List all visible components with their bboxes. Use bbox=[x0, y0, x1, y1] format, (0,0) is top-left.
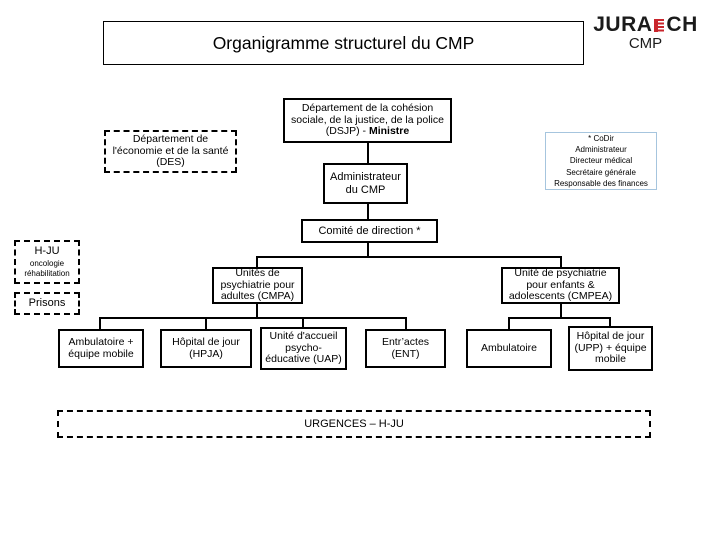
codir-legend-box: * CoDir Administrateur Directeur médical… bbox=[545, 132, 657, 190]
connector-drop-child4 bbox=[405, 317, 407, 329]
org-node-entractes: Entr’actes (ENT) bbox=[365, 329, 446, 368]
connector-cmpa-children bbox=[256, 304, 258, 317]
org-node-ambulatoire-equipe-mobile: Ambulatoire + équipe mobile bbox=[58, 329, 144, 368]
legend-line: Administrateur bbox=[575, 145, 627, 155]
legend-line: Directeur médical bbox=[569, 156, 633, 166]
connector-cmpea-horizontal bbox=[508, 317, 611, 319]
logo-text-right: CH bbox=[666, 13, 698, 36]
logo-subtitle: CMP bbox=[628, 35, 663, 52]
page-title-box: Organigramme structurel du CMP bbox=[103, 21, 584, 65]
org-node-comite-direction: Comité de direction * bbox=[301, 219, 438, 243]
page-title: Organigramme structurel du CMP bbox=[212, 32, 475, 53]
node-label: Unité d'accueil psycho-éducative (UAP) bbox=[265, 329, 342, 366]
org-node-hopital-jour-upp: Hôpital de jour (UPP) + équipe mobile bbox=[568, 326, 653, 371]
node-label: Hôpital de jour (HPJA) bbox=[172, 335, 240, 360]
node-label: Entr’actes (ENT) bbox=[381, 335, 430, 360]
external-node-des: Département de l'économie et de la santé… bbox=[104, 130, 237, 173]
legend-line: Secrétaire générale bbox=[566, 167, 636, 177]
org-node-ambulatoire: Ambulatoire bbox=[466, 329, 552, 368]
logo-wordmark: JURA CH bbox=[583, 13, 708, 37]
prisons-label: Prisons bbox=[28, 297, 66, 310]
org-node-administrateur: Administrateur du CMP bbox=[323, 163, 408, 204]
connector-drop-child3 bbox=[302, 317, 304, 327]
org-node-uap: Unité d'accueil psycho-éducative (UAP) bbox=[260, 327, 347, 370]
connector-branch-horizontal bbox=[256, 256, 562, 258]
comite-label: Comité de direction * bbox=[318, 224, 421, 237]
node-label: Hôpital de jour (UPP) + équipe mobile bbox=[574, 329, 647, 366]
node-label: Ambulatoire + équipe mobile bbox=[68, 335, 134, 360]
cmpa-label: Unités de psychiatrie pour adultes (CMPA… bbox=[220, 266, 295, 303]
org-node-cmpa: Unités de psychiatrie pour adultes (CMPA… bbox=[212, 267, 303, 304]
jura-ch-logo: JURA CH CMP bbox=[583, 13, 708, 52]
org-node-dsjp: Département de la cohésion sociale, de l… bbox=[283, 98, 452, 143]
node-label: Ambulatoire bbox=[480, 341, 538, 354]
legend-line: * CoDir bbox=[588, 134, 614, 144]
external-node-prisons: Prisons bbox=[14, 292, 80, 315]
cmpea-label: Unité de psychiatrie pour enfants & adol… bbox=[508, 266, 613, 303]
des-label: Département de l'économie et de la santé… bbox=[112, 132, 229, 169]
org-node-hopital-jour-hpja: Hôpital de jour (HPJA) bbox=[160, 329, 252, 368]
connector-drop-child1 bbox=[99, 317, 101, 329]
external-node-urgences: URGENCES – H-JU bbox=[57, 410, 651, 438]
dsjp-label-wrap: Département de la cohésion sociale, de l… bbox=[287, 101, 448, 138]
dsjp-label: Département de la cohésion sociale, de l… bbox=[291, 101, 444, 138]
hju-title: H-JU bbox=[34, 245, 60, 258]
hju-oncologie-label: oncologie bbox=[29, 258, 65, 268]
hju-label-wrap: H-JU oncologie réhabilitation bbox=[24, 245, 69, 278]
connector-comite-branch bbox=[367, 243, 369, 256]
external-node-hju: H-JU oncologie réhabilitation bbox=[14, 240, 80, 284]
connector-cmpea-children bbox=[560, 304, 562, 317]
connector-admin-comite bbox=[367, 204, 369, 219]
hju-rehabilitation-label: réhabilitation bbox=[24, 268, 70, 278]
org-node-cmpea: Unité de psychiatrie pour enfants & adol… bbox=[501, 267, 620, 304]
logo-text-left: JURA bbox=[593, 13, 653, 36]
connector-drop-cmpea bbox=[560, 256, 562, 267]
jura-crest-icon bbox=[654, 19, 665, 32]
administrateur-label: Administrateur du CMP bbox=[330, 171, 401, 196]
connector-drop-cmpa bbox=[256, 256, 258, 267]
legend-line: Responsable des finances bbox=[554, 178, 648, 188]
urgences-label: URGENCES – H-JU bbox=[304, 417, 404, 430]
connector-drop-child6 bbox=[609, 317, 611, 326]
dsjp-minister-label: Ministre bbox=[368, 125, 410, 138]
connector-dsjp-admin bbox=[367, 143, 369, 163]
connector-drop-child2 bbox=[205, 317, 207, 329]
connector-cmpa-horizontal bbox=[99, 317, 407, 319]
connector-drop-child5 bbox=[508, 317, 510, 329]
